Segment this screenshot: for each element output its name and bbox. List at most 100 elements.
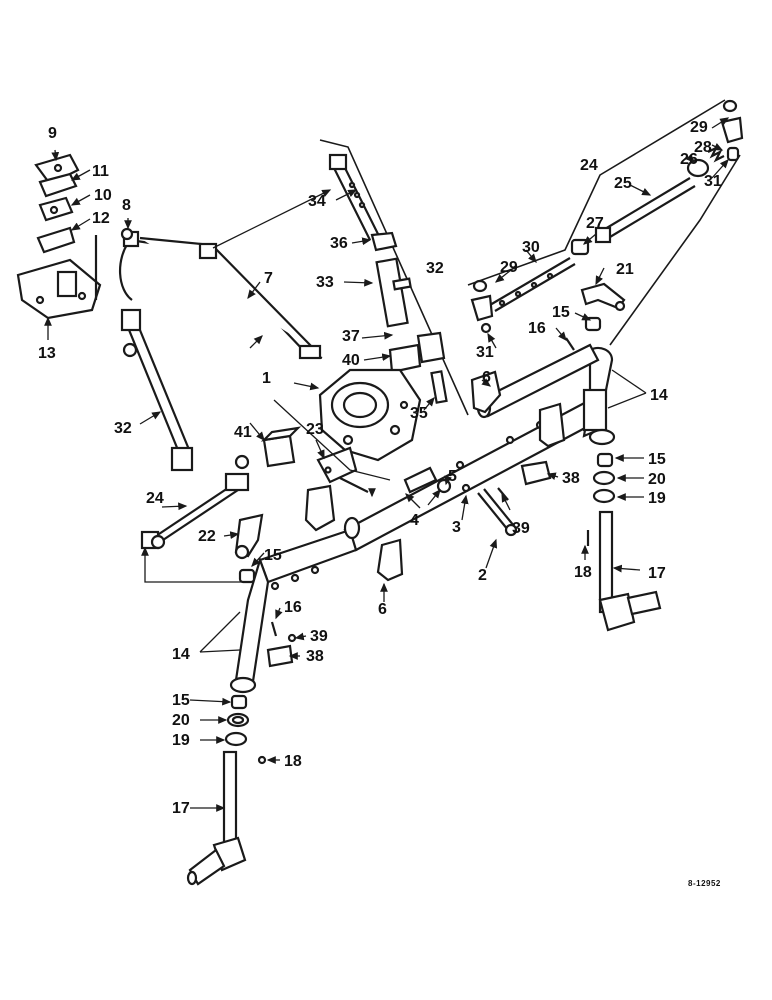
steering-arm-21 <box>580 282 626 312</box>
bushing-15-left-bottom <box>230 694 248 710</box>
callout: 31 <box>704 173 722 190</box>
key-18-left <box>257 755 267 765</box>
callout: 2 <box>478 567 487 584</box>
callout: 15 <box>264 547 282 564</box>
cotter-39-left <box>287 633 297 643</box>
callout: 17 <box>648 565 666 582</box>
group-bracket-lines <box>319 99 741 416</box>
tube-25 <box>594 177 696 244</box>
callout: 6 <box>378 601 387 618</box>
rod-34 <box>328 153 381 241</box>
bearing-19-right <box>592 488 616 504</box>
gear-housing-1 <box>318 368 422 462</box>
callout: 39 <box>310 628 328 645</box>
callout: 39 <box>512 520 530 537</box>
seal-20-left <box>226 712 250 728</box>
callout: 29 <box>500 259 518 276</box>
callout: 16 <box>528 320 546 337</box>
tie-rod-30 <box>489 257 576 312</box>
yoke-36 <box>370 231 398 252</box>
callout: 41 <box>234 424 252 441</box>
seal-20-right <box>592 470 616 486</box>
steering-arm-22 <box>234 513 264 560</box>
bolt-35 <box>430 370 448 404</box>
callout: 34 <box>308 193 326 210</box>
callout: 32 <box>426 260 444 277</box>
callout: 25 <box>614 175 632 192</box>
callout: 15 <box>648 451 666 468</box>
callout: 38 <box>306 648 324 665</box>
clamp-10 <box>38 196 74 222</box>
spindle-17-left <box>186 750 247 886</box>
callout: 35 <box>410 405 428 422</box>
callout: 40 <box>342 352 360 369</box>
block-40 <box>388 343 422 374</box>
bracket-23 <box>316 446 369 493</box>
bushing-15-right-top <box>584 316 602 332</box>
ball-stud-29-lower <box>470 279 494 322</box>
callout: 3 <box>452 519 461 536</box>
bushing-15-left-top <box>238 568 256 584</box>
clamp-6-lower <box>376 538 404 582</box>
callout: 32 <box>114 420 132 437</box>
callout: 33 <box>316 274 334 291</box>
callout: 37 <box>342 328 360 345</box>
callout: 20 <box>172 712 190 729</box>
callout: 15 <box>552 304 570 321</box>
callout: 22 <box>198 528 216 545</box>
bushing-15-right-bottom <box>596 452 614 468</box>
callout: 18 <box>574 564 592 581</box>
plate-11 <box>38 172 78 198</box>
callout: 6 <box>482 369 491 386</box>
callout: 19 <box>172 732 190 749</box>
callout: 11 <box>92 163 109 180</box>
callout: 15 <box>172 692 190 709</box>
callout: 7 <box>264 270 273 287</box>
callout: 23 <box>306 421 324 438</box>
pin-2 <box>477 488 518 537</box>
callout: 19 <box>648 490 666 507</box>
callout: 21 <box>616 261 634 278</box>
bracket-38-right <box>520 460 552 486</box>
callout: 30 <box>522 239 540 256</box>
clamp-6-upper <box>470 370 502 414</box>
block-41 <box>260 426 302 468</box>
callout: 38 <box>562 470 580 487</box>
sleeve-26 <box>686 158 710 178</box>
callout: 10 <box>94 187 112 204</box>
callout: 14 <box>650 387 668 404</box>
callout: 5 <box>448 468 457 485</box>
axle-beam-14 <box>229 346 616 694</box>
bolt-16-right <box>565 337 575 351</box>
spindle-17-right <box>598 510 662 632</box>
callout: 12 <box>92 210 110 227</box>
figure-reference: 8-12952 <box>688 879 721 888</box>
callout: 13 <box>38 345 56 362</box>
callout: 17 <box>172 800 190 817</box>
cotter-39 <box>497 487 509 501</box>
bolt-3 <box>461 483 471 493</box>
callout: 1 <box>262 370 271 387</box>
callout: 14 <box>172 646 190 663</box>
callout-labels: 1 2 3 4 5 6 6 7 8 9 10 11 12 13 14 14 15… <box>38 119 722 817</box>
mounting-bracket-13 <box>16 235 102 320</box>
callout: 31 <box>476 344 494 361</box>
bracket-38-left <box>266 644 294 668</box>
callout: 8 <box>122 197 131 214</box>
tube-33 <box>375 257 412 328</box>
callout: 4 <box>410 512 419 529</box>
callout: 29 <box>690 119 708 136</box>
tie-rod-24-left <box>140 454 250 550</box>
callout: 20 <box>648 471 666 488</box>
callout: 27 <box>586 215 604 232</box>
bolt-31-upper <box>726 146 740 162</box>
callout: 28 <box>694 139 712 156</box>
radius-rod-7 <box>118 230 323 360</box>
bearing-19-left <box>224 731 248 747</box>
bolt-16-left <box>270 621 278 637</box>
bolt-31-lower <box>480 322 492 334</box>
bolt-8 <box>120 227 134 241</box>
rod-32-left <box>120 308 194 472</box>
callout: 18 <box>284 753 302 770</box>
